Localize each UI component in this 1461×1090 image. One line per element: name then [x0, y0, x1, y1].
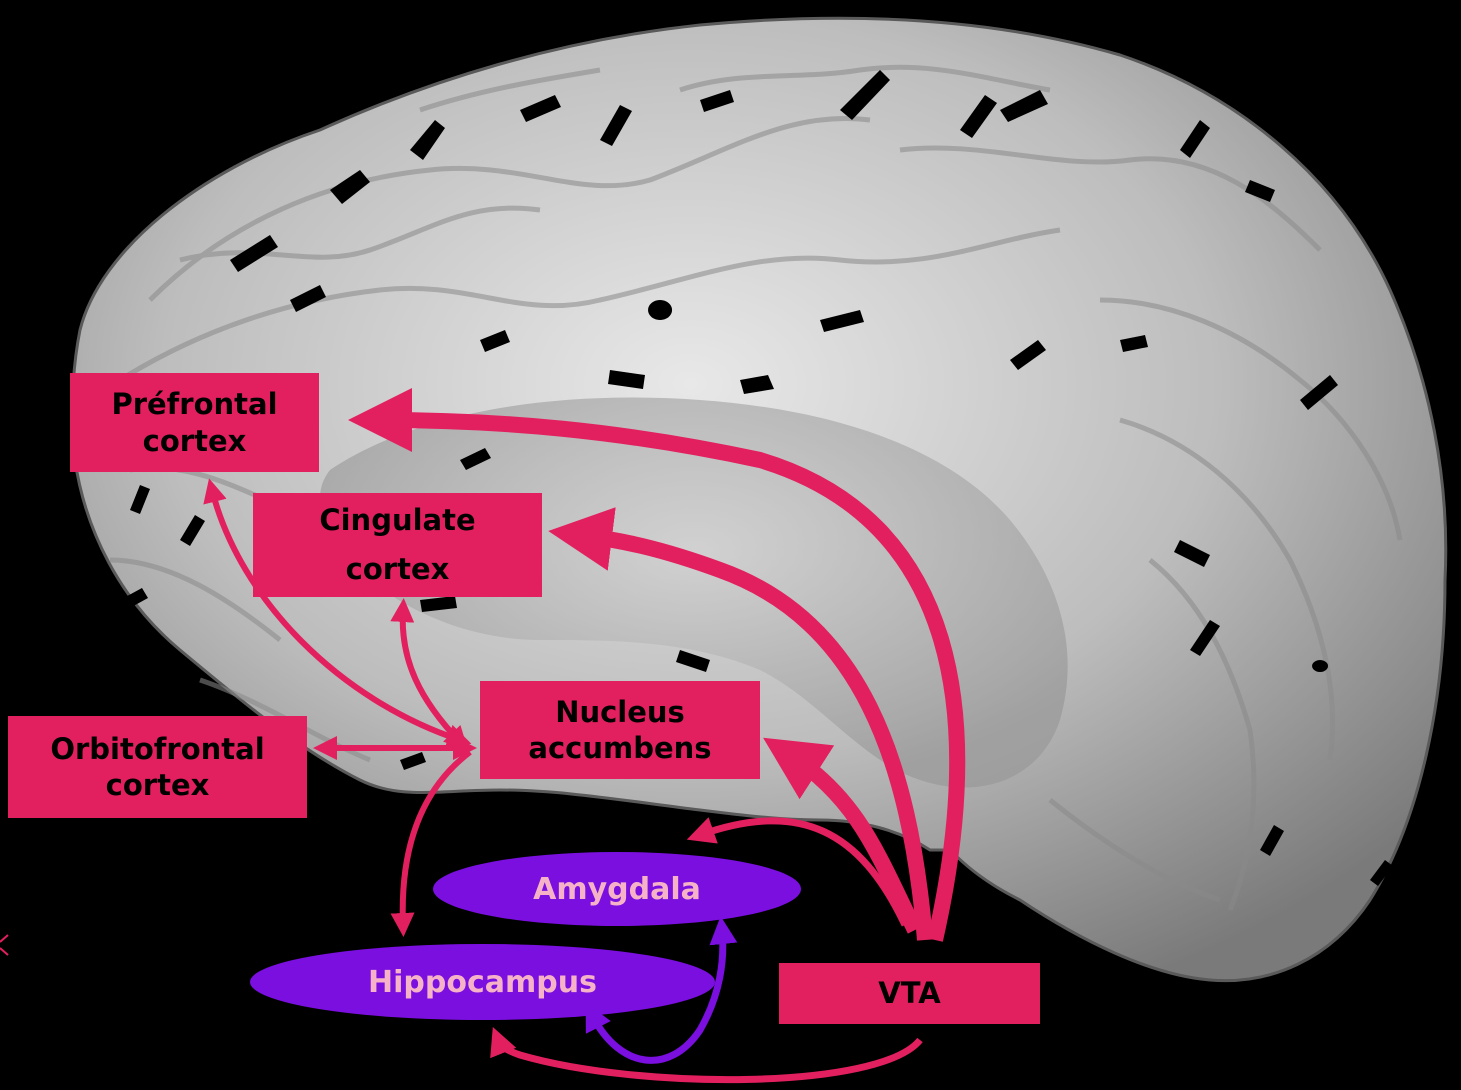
vta-label: VTA — [878, 975, 940, 1011]
prefrontal-cortex-box: Préfrontal cortex — [70, 373, 319, 472]
prefrontal-label-line1: Préfrontal — [111, 386, 277, 422]
nucleus-accumbens-box: Nucleus accumbens — [480, 681, 760, 779]
orbitofrontal-label-line1: Orbitofrontal — [50, 731, 264, 767]
cingulate-label-line2: cortex — [346, 545, 450, 594]
nucleus-label-line1: Nucleus — [555, 694, 685, 730]
orbitofrontal-cortex-box: Orbitofrontal cortex — [8, 716, 307, 818]
vta-box: VTA — [779, 963, 1040, 1024]
cingulate-cortex-box: Cingulate cortex — [253, 493, 542, 597]
hippocampus-oval: Hippocampus — [250, 944, 715, 1020]
nucleus-label-line2: accumbens — [528, 730, 711, 766]
amygdala-label: Amygdala — [533, 872, 701, 907]
arrow-vta-to-hippocampus — [498, 1040, 920, 1080]
amygdala-oval: Amygdala — [433, 852, 801, 926]
cingulate-label-line1: Cingulate — [319, 496, 475, 545]
prefrontal-label-line2: cortex — [143, 423, 247, 459]
orbitofrontal-label-line2: cortex — [106, 767, 210, 803]
edge-mark — [0, 935, 8, 955]
hippocampus-label: Hippocampus — [368, 965, 597, 1000]
